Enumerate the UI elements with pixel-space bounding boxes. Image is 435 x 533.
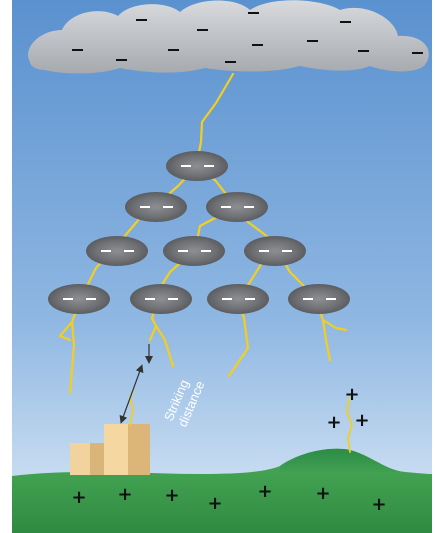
negative-charge (136, 19, 147, 21)
positive-charge: + (326, 412, 341, 433)
negative-charge (72, 49, 83, 51)
positive-charge: + (164, 485, 179, 506)
charge-pocket (86, 236, 148, 266)
charge-pocket (206, 192, 268, 222)
charge-pocket (244, 236, 306, 266)
charge-pocket (207, 284, 269, 314)
negative-charge (340, 21, 351, 23)
charge-pocket (163, 236, 225, 266)
positive-charge: + (117, 484, 132, 505)
negative-charge (197, 29, 208, 31)
positive-charge: + (354, 410, 369, 431)
charge-pocket (125, 192, 187, 222)
negative-charge (307, 40, 318, 42)
negative-charge (168, 49, 179, 51)
positive-charge: + (344, 384, 359, 405)
negative-charge (358, 50, 369, 52)
positive-charge: + (207, 493, 222, 514)
charge-pocket (166, 151, 228, 181)
negative-charge (412, 52, 423, 54)
positive-charge: + (315, 483, 330, 504)
positive-charge: + (257, 481, 272, 502)
negative-charge (225, 61, 236, 63)
negative-charge (248, 12, 259, 14)
positive-charge: + (371, 494, 386, 515)
positive-charge: + (71, 487, 86, 508)
negative-charge (116, 59, 127, 61)
charge-pocket (288, 284, 350, 314)
charge-pocket (130, 284, 192, 314)
charge-pocket (48, 284, 110, 314)
negative-charge (252, 44, 263, 46)
